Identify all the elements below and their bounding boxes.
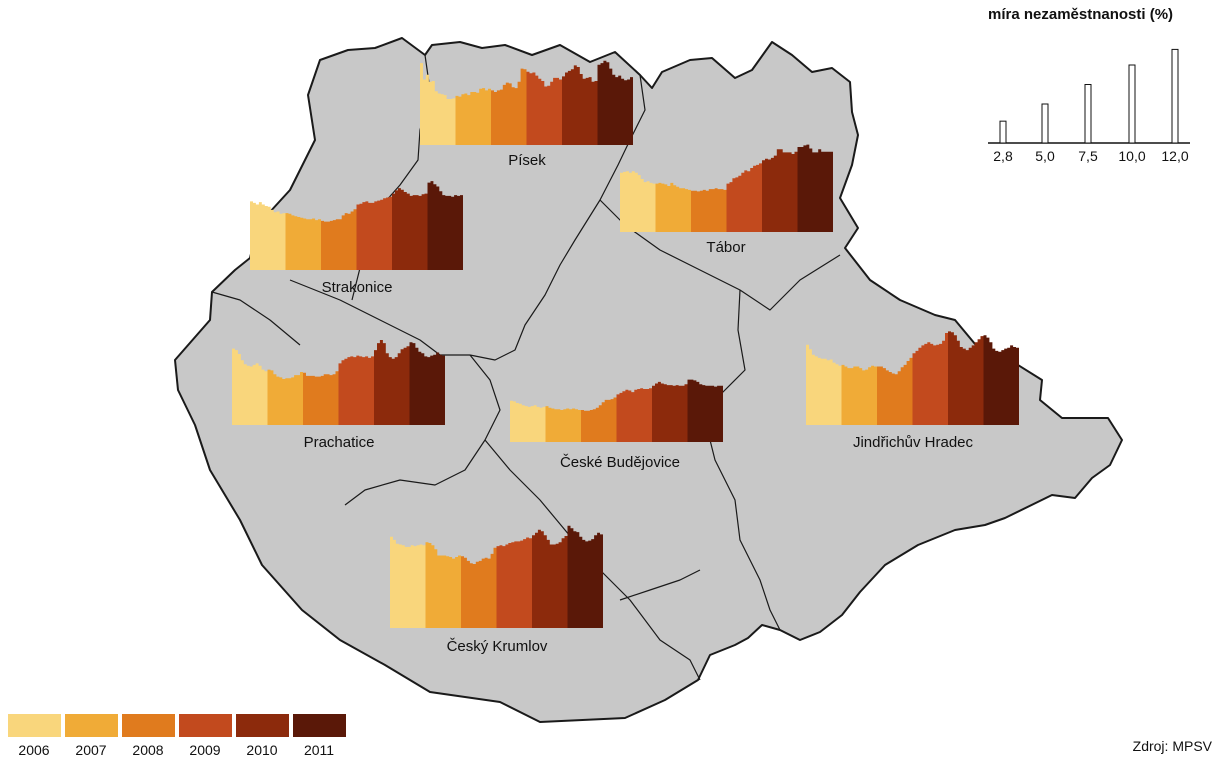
year-area-2008: [461, 547, 497, 628]
year-area-2006: [232, 348, 268, 425]
scale-tick-label: 10,0: [1118, 148, 1146, 164]
district-chart: [232, 340, 445, 425]
district-chart: [420, 60, 633, 145]
year-label: 2010: [246, 742, 278, 758]
source-note: Zdroj: MPSV: [1132, 738, 1212, 754]
district-label: Český Krumlov: [447, 638, 548, 655]
year-area-2009: [726, 163, 762, 232]
year-area-2011: [567, 525, 603, 628]
year-label: 2009: [189, 742, 221, 758]
scale-tick-label: 12,0: [1161, 148, 1189, 164]
year-area-2007: [285, 213, 321, 270]
year-area-2007: [267, 369, 303, 425]
year-area-2006: [510, 400, 546, 442]
year-swatch: [65, 714, 118, 737]
year-area-2006: [620, 171, 656, 232]
unemployment-scale-legend: [988, 48, 1190, 144]
year-area-2010: [392, 188, 428, 270]
year-area-2010: [532, 529, 568, 628]
district-charts: [232, 60, 1019, 628]
year-swatch: [236, 714, 289, 737]
district-chart: [510, 379, 723, 442]
district-label: Prachatice: [304, 434, 375, 451]
scale-bar: [1128, 64, 1136, 144]
scale-tick-label: 7,5: [1078, 148, 1098, 164]
district-label: Jindřichův Hradec: [853, 434, 974, 451]
year-area-2011: [687, 379, 723, 442]
year-area-2006: [420, 63, 456, 145]
year-label: 2008: [132, 742, 164, 758]
year-area-2008: [303, 371, 339, 425]
year-area-2009: [526, 71, 562, 145]
year-area-2010: [948, 331, 984, 425]
year-area-2009: [338, 355, 374, 425]
scale-tick-label: 2,8: [993, 148, 1013, 164]
year-area-2010: [562, 65, 598, 145]
year-area-2009: [496, 537, 532, 628]
scale-bar: [1171, 48, 1179, 144]
year-label: 2011: [303, 742, 335, 758]
year-area-2006: [806, 344, 842, 425]
year-area-2008: [321, 209, 357, 270]
year-area-2009: [356, 196, 392, 270]
scale-tick-label: 5,0: [1035, 148, 1055, 164]
district-chart: [250, 181, 463, 270]
year-area-2007: [655, 182, 691, 232]
year-area-2007: [455, 88, 491, 145]
year-label: 2006: [18, 742, 50, 758]
year-area-2006: [250, 201, 286, 270]
year-area-2008: [491, 68, 527, 145]
year-area-2008: [581, 397, 617, 442]
year-swatch: [293, 714, 346, 737]
year-area-2009: [616, 388, 652, 442]
scale-bar: [999, 120, 1007, 144]
year-area-2007: [545, 406, 581, 442]
year-area-2008: [691, 188, 727, 232]
year-area-2011: [597, 60, 633, 145]
year-area-2007: [425, 542, 461, 628]
year-area-2006: [390, 536, 426, 628]
year-area-2011: [409, 342, 445, 425]
year-label: 2007: [75, 742, 107, 758]
year-area-2008: [877, 357, 913, 425]
district-chart: [390, 525, 603, 628]
scale-bar: [1041, 103, 1049, 144]
district-chart: [806, 331, 1019, 425]
year-area-2011: [797, 144, 833, 232]
district-label: Písek: [508, 152, 546, 169]
year-area-2011: [427, 181, 463, 270]
year-area-2010: [762, 149, 798, 232]
year-area-2010: [652, 381, 688, 442]
year-area-2011: [983, 335, 1019, 425]
scale-bar: [1084, 84, 1092, 144]
year-swatch: [8, 714, 61, 737]
district-label: České Budějovice: [560, 454, 680, 471]
year-swatch: [179, 714, 232, 737]
year-area-2010: [374, 340, 410, 425]
year-area-2007: [841, 364, 877, 425]
district-label: Strakonice: [322, 279, 393, 296]
scale-legend-title: míra nezaměstnanosti (%): [988, 6, 1174, 23]
year-area-2009: [912, 333, 948, 425]
district-label: Tábor: [706, 239, 745, 256]
year-swatch: [122, 714, 175, 737]
district-chart: [620, 144, 833, 232]
